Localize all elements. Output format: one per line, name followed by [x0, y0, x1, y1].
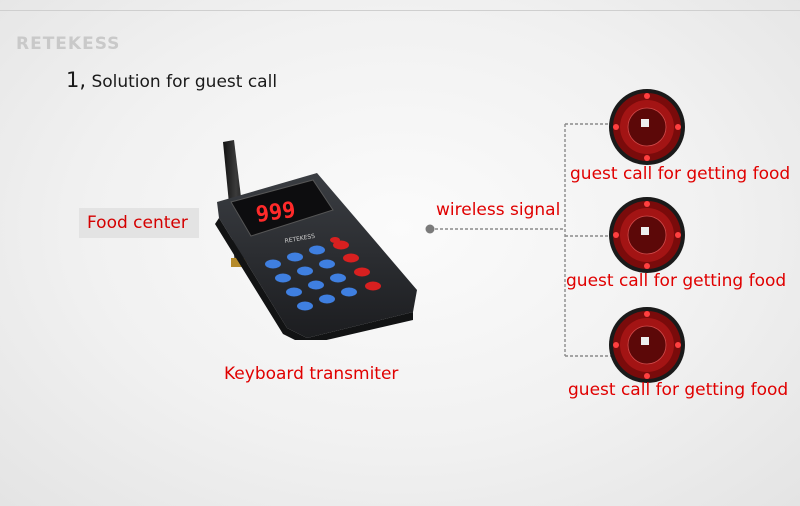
key-9 — [330, 273, 346, 283]
guest-pager-2-image — [609, 197, 685, 273]
guest-call-label-1: guest call for getting food — [570, 164, 791, 184]
key-3 — [309, 245, 325, 255]
key-star — [297, 301, 313, 311]
key-1 — [265, 259, 281, 269]
guest-pager-3-image — [609, 307, 685, 383]
heading-number: 1, — [66, 68, 87, 92]
key-a — [333, 240, 349, 250]
food-center-label: Food center — [79, 208, 199, 238]
pager-logo-icon — [641, 227, 649, 235]
guest-call-label-3: guest call for getting food — [568, 380, 789, 400]
heading-text: Solution for guest call — [86, 72, 278, 92]
key-c — [354, 267, 370, 277]
section-heading: 1, Solution for guest call — [66, 68, 277, 92]
key-power — [330, 237, 340, 243]
display-digits: 999 — [254, 198, 297, 228]
key-6 — [319, 259, 335, 269]
key-b — [343, 253, 359, 263]
pager-logo-icon — [641, 337, 649, 345]
keyboard-transmitter-label: Keyboard transmiter — [224, 364, 399, 384]
keypad — [265, 237, 381, 311]
guest-pager-1-image — [609, 89, 685, 165]
wireless-signal-label: wireless signal — [436, 200, 561, 220]
guest-call-label-2: guest call for getting food — [566, 271, 787, 291]
key-5 — [297, 266, 313, 276]
key-2 — [287, 252, 303, 262]
transmitter-base — [215, 218, 413, 340]
key-0 — [319, 294, 335, 304]
top-divider — [0, 10, 800, 11]
display-panel — [230, 179, 334, 237]
key-8 — [308, 280, 324, 290]
key-hash — [341, 287, 357, 297]
brand-logo-text: RETEKESS — [16, 34, 121, 54]
brand-logo: RETEKESS — [16, 34, 120, 54]
keyboard-transmitter-image: 999 RETEKESS — [215, 140, 417, 340]
pager-logo-icon — [641, 119, 649, 127]
key-7 — [286, 287, 302, 297]
key-4 — [275, 273, 291, 283]
signal-origin-dot — [425, 224, 435, 234]
key-d — [365, 281, 381, 291]
